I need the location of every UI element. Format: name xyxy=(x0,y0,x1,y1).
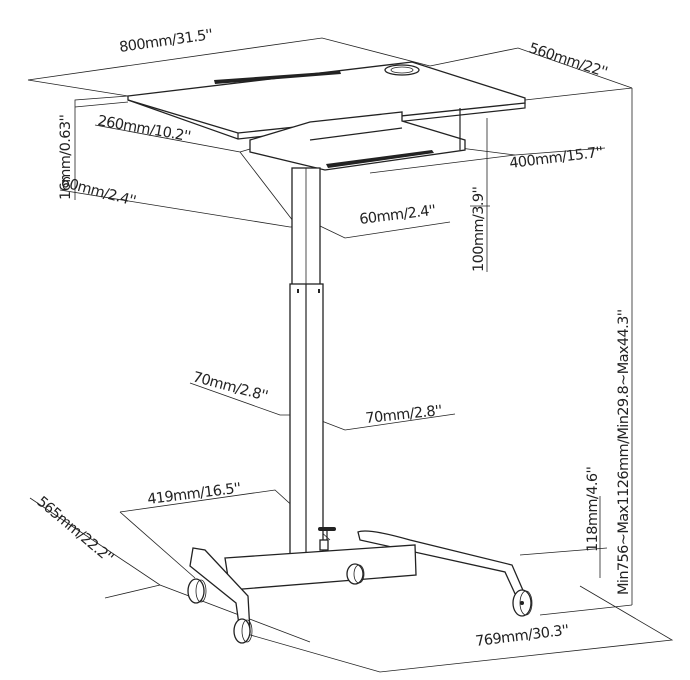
label-tray-width: 400mm/15.7'' xyxy=(509,145,604,172)
label-lower-column-width: 70mm/2.8'' xyxy=(365,403,443,427)
label-desk-width: 800mm/31.5'' xyxy=(118,27,213,56)
label-base-width: 769mm/30.3'' xyxy=(475,623,570,650)
grommet-hole xyxy=(384,64,420,76)
label-lower-column-depth: 70mm/2.8'' xyxy=(191,369,269,404)
cable-slot xyxy=(214,71,341,84)
label-base-depth: 565mm/22.2'' xyxy=(33,494,115,567)
label-base-height: 118mm/4.6'' xyxy=(585,467,601,552)
height-pedal[interactable] xyxy=(318,527,336,551)
label-desk-thickness: 16mm/0.63'' xyxy=(58,115,74,200)
caster-wheel[interactable] xyxy=(233,618,253,644)
label-tray-drop: 100mm/3.9'' xyxy=(471,187,487,272)
label-upper-column-width: 60mm/2.4'' xyxy=(359,203,437,228)
label-upper-column-depth: 60mm/2.4'' xyxy=(59,174,137,209)
dimension-lines xyxy=(27,37,674,673)
caster-wheel[interactable] xyxy=(346,563,365,585)
label-desk-depth: 560mm/22'' xyxy=(527,41,609,81)
label-pedal-offset: 419mm/16.5'' xyxy=(147,481,242,508)
desktop xyxy=(127,61,526,140)
rolling-base xyxy=(187,527,533,644)
label-overall-height: Min756~Max1126mm/Min29.8~Max44.3'' xyxy=(616,309,632,595)
keyboard-tray xyxy=(249,108,466,171)
caster-wheel[interactable] xyxy=(512,589,533,617)
lift-column xyxy=(289,167,324,557)
caster-wheel[interactable] xyxy=(187,578,207,604)
